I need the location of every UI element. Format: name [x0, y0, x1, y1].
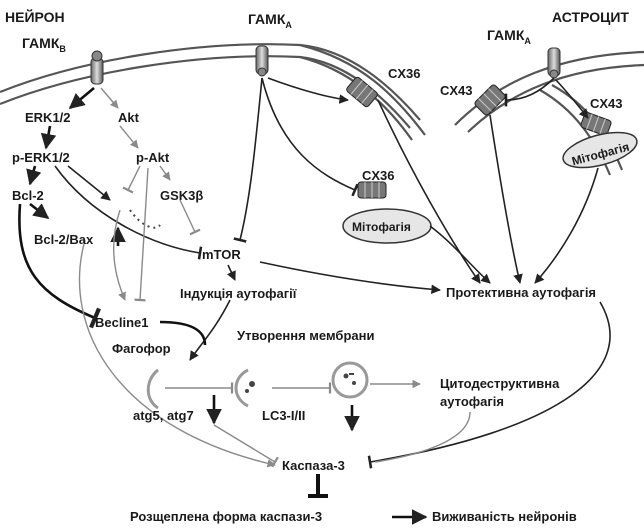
membrane-formation-label: Утворення мембрани [237, 328, 374, 343]
cx36-top-label: CX36 [388, 66, 421, 81]
gaba-a-neuron-label-sub: A [285, 20, 292, 30]
cx36-connexin-icon [346, 76, 378, 108]
protective-autophagy-label: Протективна аутофагія [446, 285, 596, 300]
gaba-a-receptor-icon [255, 45, 269, 77]
gsk3b-label: GSK3β [160, 188, 203, 203]
neuron-survival-label: Виживаність нейронів [432, 509, 577, 524]
cytodestructive-label-1: Цитодеструктивна [440, 376, 560, 391]
gaba-a-astro-label-sub: A [524, 36, 531, 46]
gaba-a-neuron-label-main: ГАМК [248, 11, 286, 27]
lc3-label: LC3-I/II [262, 408, 305, 423]
gaba-a-neuron-label: ГАМКA [248, 11, 292, 30]
p-erk-label: p-ERK1/2 [12, 150, 70, 165]
cytodestructive-label-2: аутофагія [440, 394, 504, 409]
cx43-connexin-icon [474, 84, 506, 116]
mtor-label: mTOR [202, 247, 241, 262]
autophagosome-icon [331, 361, 369, 399]
cx43-right-label: CX43 [590, 96, 623, 111]
gaba-b-label: ГАМКB [22, 35, 66, 54]
gaba-a-astro-label: ГАМКA [487, 27, 531, 46]
cx36-mid-connexin-icon [357, 181, 387, 199]
cx43-left-label: CX43 [440, 83, 473, 98]
bcl2-bax-label: Bcl-2/Bax [34, 232, 94, 247]
phagophore-label: Фагофор [112, 341, 171, 356]
phagophore-icon [146, 368, 160, 410]
forming-membrane-icon [234, 368, 255, 408]
bcl2-label: Bcl-2 [12, 188, 44, 203]
astrocyte-label: АСТРОЦИТ [552, 9, 629, 25]
autophagy-induction-label: Індукція аутофагії [180, 286, 297, 301]
cx36-mid-label: CX36 [362, 168, 395, 183]
gaba-b-label-sub: B [59, 44, 66, 54]
gaba-a-astro-receptor-icon [547, 47, 561, 79]
neuron-label: НЕЙРОН [5, 8, 65, 25]
cleaved-caspase3-label: Розщеплена форма каспази-3 [130, 509, 322, 524]
p-akt-label: p-Akt [136, 150, 170, 165]
erk-label: ERK1/2 [25, 110, 71, 125]
akt-label: Akt [118, 110, 140, 125]
becline1-label: Becline1 [95, 315, 148, 330]
mitophagy-neuron-label: Мітофагія [352, 220, 411, 234]
gaba-b-label-main: ГАМК [22, 35, 60, 51]
caspase3-label: Каспаза-3 [282, 458, 345, 473]
gaba-a-astro-label-main: ГАМК [487, 27, 525, 43]
mitophagy-astro-icon [562, 131, 638, 169]
atg-label: atg5, atg7 [133, 408, 194, 423]
gaba-b-receptor-icon [90, 50, 104, 85]
